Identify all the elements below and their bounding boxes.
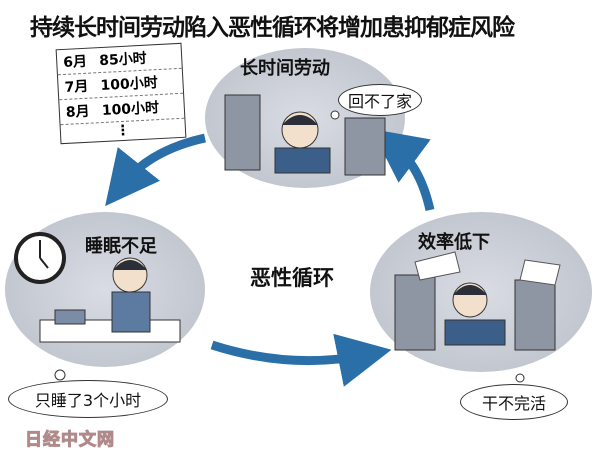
center-label: 恶性循环 — [250, 266, 334, 290]
stage-label-sleep: 睡眠不足 — [85, 236, 157, 257]
arrow-top-to-left — [105, 133, 206, 207]
overworked-person-icon — [224, 94, 386, 176]
arrow-left-to-right — [210, 333, 392, 387]
arrow-right-to-top — [371, 128, 435, 212]
watermark-logo: 日经中文网 — [25, 430, 115, 450]
thought-bubble-right: 干不完活 — [460, 384, 568, 420]
stage-label-long-hours: 长时间劳动 — [240, 58, 330, 79]
clock-icon — [14, 232, 66, 284]
page-title: 持续长时间劳动陷入恶性循环将增加患抑郁症风险 — [30, 15, 515, 41]
hours-unit: 小时 — [118, 50, 148, 69]
month: 7月 — [64, 78, 89, 96]
stressed-person-icon — [394, 251, 561, 351]
thought-bubble-top: 回不了家 — [338, 84, 422, 116]
sleepy-person-icon — [39, 257, 181, 343]
hours-unit: 小时 — [129, 75, 159, 93]
month: 6月 — [62, 53, 88, 71]
hours-value: 85 — [98, 52, 120, 70]
month: 8月 — [65, 103, 91, 121]
hours: 85小时 — [99, 48, 147, 70]
hours-unit: 小时 — [130, 100, 160, 118]
stage-label-efficiency: 效率低下 — [418, 232, 490, 253]
hours-value: 100 — [100, 76, 131, 95]
hours: 100小时 — [101, 97, 159, 120]
hours: 100小时 — [100, 72, 158, 95]
hours-value: 100 — [101, 101, 132, 120]
thought-bubble-left: 只睡了3个小时 — [8, 380, 168, 418]
